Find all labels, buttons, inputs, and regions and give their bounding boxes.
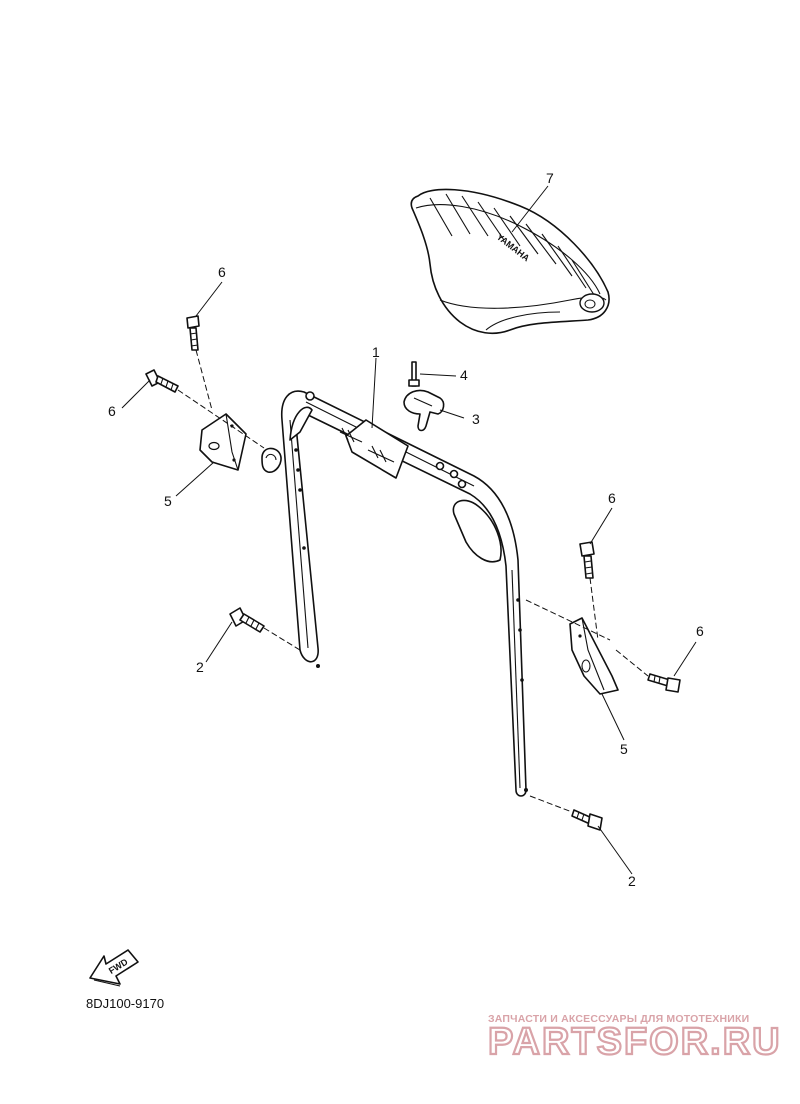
bolt-2-left[interactable] [229, 607, 265, 633]
bracket-left-part[interactable] [199, 413, 247, 471]
watermark-brand: PARTSFOR.RU [488, 1021, 782, 1063]
callout-6-right: 6 [696, 623, 704, 639]
callout-2-right: 2 [628, 873, 636, 889]
seat-part[interactable]: YAMAHA [410, 188, 610, 335]
callout-5-right: 5 [620, 741, 628, 757]
callouts: 7 6 1 4 6 3 5 6 2 6 5 2 [108, 170, 704, 889]
bolt-6-left[interactable] [145, 369, 179, 393]
ring-part [261, 447, 282, 473]
leader-lines [121, 185, 697, 875]
pin-part[interactable] [408, 361, 420, 387]
callout-6-left: 6 [108, 403, 116, 419]
callout-2-left: 2 [196, 659, 204, 675]
frame-clamp [339, 419, 409, 479]
callout-6-top: 6 [218, 264, 226, 280]
assembly-lines [177, 349, 649, 813]
bolt-2-right[interactable] [571, 809, 603, 831]
watermark-caption: ЗАПЧАСТИ И АКСЕССУАРЫ ДЛЯ МОТОТЕХНИКИ [488, 1013, 749, 1025]
callout-5-left: 5 [164, 493, 172, 509]
callout-1: 1 [372, 344, 380, 360]
bolt-6-top[interactable] [186, 315, 200, 351]
callout-3: 3 [472, 411, 480, 427]
frame-part[interactable] [280, 390, 528, 797]
drawing-code: 8DJ100-9170 [86, 996, 164, 1011]
clip-part[interactable] [403, 389, 445, 432]
callout-7: 7 [546, 170, 554, 186]
callout-6-right-top: 6 [608, 490, 616, 506]
bolt-6-right[interactable] [647, 673, 681, 693]
bracket-right-part[interactable] [569, 617, 619, 695]
fwd-arrow-icon: FWD [89, 949, 139, 987]
watermark: ЗАПЧАСТИ И АКСЕССУАРЫ ДЛЯ МОТОТЕХНИКИ PA… [487, 1013, 782, 1064]
callout-4: 4 [460, 367, 468, 383]
bolt-6-right-top[interactable] [579, 541, 595, 579]
